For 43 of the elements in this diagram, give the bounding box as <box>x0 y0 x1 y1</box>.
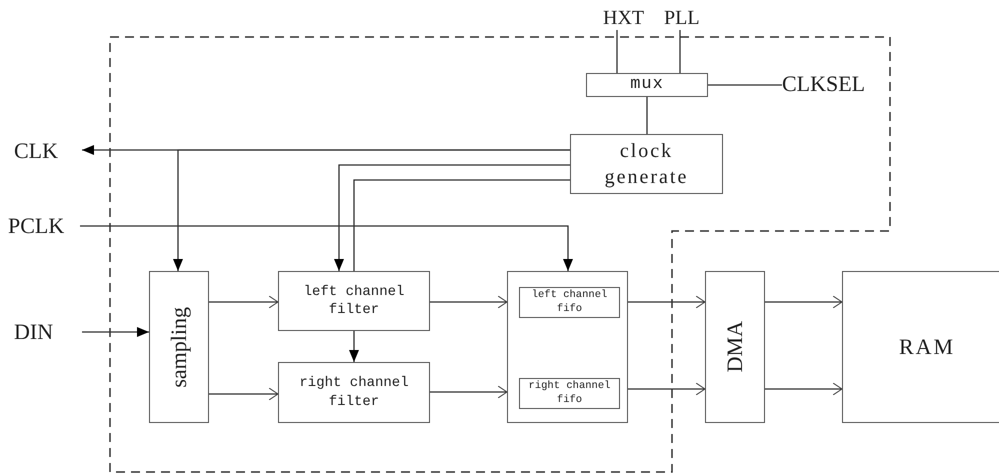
block-label: right channel filter <box>298 374 410 411</box>
connector-line <box>353 179 570 271</box>
arrow <box>209 296 278 308</box>
process-box <box>586 73 708 97</box>
arrow <box>173 149 570 271</box>
block-label: mux <box>630 74 664 96</box>
arrow <box>82 327 149 337</box>
connector-line <box>679 30 681 73</box>
arrow <box>628 296 706 308</box>
arrow <box>334 164 570 271</box>
arrow <box>765 296 842 308</box>
arrow <box>80 225 573 271</box>
block-label: DMA <box>722 321 748 373</box>
process-box <box>705 271 765 423</box>
process-box <box>570 134 723 194</box>
block-label: left channel filter <box>302 282 406 320</box>
process-box <box>149 271 209 423</box>
process-box <box>278 271 430 331</box>
connector-line <box>616 30 618 73</box>
signal-label: CLK <box>14 138 58 164</box>
fifo-box <box>519 287 620 318</box>
arrow <box>765 382 842 396</box>
signal-label: DIN <box>14 319 54 345</box>
signal-label: HXT <box>603 6 644 30</box>
container-box <box>507 271 628 423</box>
block-label: right channel fifo <box>528 380 612 408</box>
block-label: clock generate <box>604 139 690 190</box>
process-box <box>278 362 430 423</box>
signal-label: PCLK <box>8 213 64 239</box>
signal-label: CLKSEL <box>782 71 866 97</box>
process-box <box>842 271 999 423</box>
block-label: RAM <box>898 332 956 361</box>
signal-label: PLL <box>664 6 700 30</box>
arrow <box>349 331 359 362</box>
connector-line <box>708 84 782 86</box>
block-label: left channel fifo <box>530 288 608 316</box>
block-label: sampling <box>166 306 192 388</box>
arrow <box>628 382 706 396</box>
arrow <box>430 386 508 398</box>
arrow <box>209 388 278 400</box>
arrow <box>430 296 508 308</box>
fifo-box <box>519 378 620 409</box>
connector-line <box>646 97 648 134</box>
